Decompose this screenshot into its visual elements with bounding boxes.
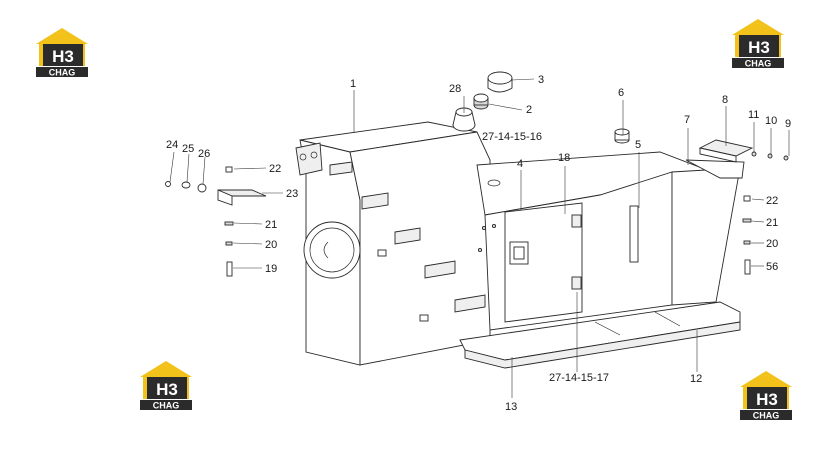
tank-body: [295, 121, 491, 366]
logo-block: [147, 377, 187, 399]
logo-roof: [140, 361, 192, 377]
logo-text-bottom: CHAG: [153, 401, 180, 411]
brand-logo-bottom-right: H3 CHAG: [740, 371, 792, 421]
logo-block: [747, 387, 787, 409]
logo-block: [739, 35, 779, 57]
logo-block: [43, 44, 83, 66]
logo-text-top: H3: [748, 38, 770, 57]
callout-8: 8: [722, 94, 728, 106]
brand-logo-top-left: H3 CHAG: [36, 28, 88, 78]
callout-21-left: 21: [265, 219, 277, 231]
callout-22-left: 22: [269, 163, 281, 175]
step-plate: [459, 301, 741, 369]
callout-56: 56: [766, 261, 778, 273]
filler-cap: [487, 71, 513, 93]
logo-roof: [732, 19, 784, 35]
logo-text-bottom: CHAG: [49, 68, 76, 78]
logo-bar: [740, 410, 792, 420]
callout-27-14-15-17: 27-14-15-17: [549, 372, 609, 384]
callout-1: 1: [350, 78, 356, 90]
callout-18: 18: [558, 152, 570, 164]
callout-5: 5: [635, 139, 641, 151]
callout-10: 10: [765, 115, 777, 127]
callout-12: 12: [690, 373, 702, 385]
cap-seal: [473, 93, 489, 110]
callout-11: 11: [748, 109, 759, 121]
callout-25: 25: [182, 143, 194, 155]
hood-assembly: [476, 128, 745, 331]
callout-20-left: 20: [265, 239, 277, 251]
logo-text-top: H3: [52, 47, 74, 66]
callout-27-14-15-16: 27-14-15-16: [482, 131, 542, 143]
callout-3: 3: [538, 74, 544, 86]
callout-24: 24: [166, 139, 178, 151]
callout-23: 23: [286, 188, 298, 200]
callout-20-right: 20: [766, 238, 778, 250]
logo-roof: [36, 28, 88, 44]
leader-lines: [169, 78, 790, 398]
brand-logo-top-right: H3 CHAG: [732, 19, 784, 69]
callout-7: 7: [684, 114, 690, 126]
logo-bar: [732, 58, 784, 68]
left-bracket-set: [165, 166, 267, 277]
callout-28: 28: [449, 83, 461, 95]
logo-roof: [740, 371, 792, 387]
logo-text-top: H3: [756, 390, 778, 409]
logo-bar: [140, 400, 192, 410]
callout-13: 13: [505, 401, 517, 413]
logo-text-top: H3: [156, 380, 178, 399]
callout-19: 19: [265, 263, 277, 275]
logo-text-bottom: CHAG: [753, 411, 780, 421]
callout-26: 26: [198, 148, 210, 160]
callout-22-right: 22: [766, 195, 778, 207]
filler-neck: [452, 107, 476, 132]
callout-6: 6: [618, 87, 624, 99]
callout-2: 2: [526, 104, 532, 116]
callout-9: 9: [785, 118, 791, 130]
logo-text-bottom: CHAG: [745, 59, 772, 69]
callout-labels: 1 2 3 28 27-14-15-16 4 18 6 5 7 8 11 10 …: [166, 74, 791, 413]
brand-logo-bottom-left: H3 CHAG: [140, 361, 192, 411]
callout-21-right: 21: [766, 217, 778, 229]
logo-bar: [36, 67, 88, 77]
callout-4: 4: [517, 158, 523, 170]
right-bracket-set: [698, 139, 789, 275]
